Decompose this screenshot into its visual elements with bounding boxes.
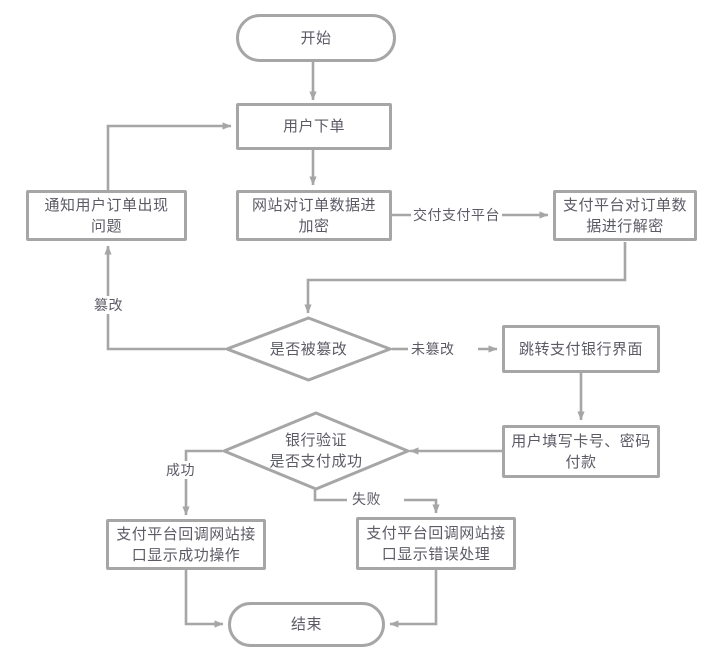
node-notify-user[interactable]: 通知用户订单出现问题 (26, 190, 187, 241)
node-jump-bank[interactable]: 跳转支付银行界面 (502, 325, 660, 373)
edge-bank-verify-success (182, 449, 222, 516)
node-jump-bank-label: 跳转支付银行界面 (518, 340, 643, 358)
node-bank-verify[interactable]: 银行验证 是否支付成功 (222, 411, 410, 491)
edge-tamper-yes-to-notify (104, 245, 225, 351)
edge-callback-success-to-end (184, 570, 224, 628)
node-decrypt-label: 支付平台对订单数据进行解密 (562, 196, 687, 235)
node-encrypt-label: 网站对订单数据进加密 (251, 196, 376, 235)
edge-callback-error-to-end (389, 570, 438, 628)
node-start-label: 开始 (300, 29, 332, 47)
edge-label-not-tampered: 未篡改 (409, 340, 457, 358)
node-bank-verify-line1: 银行验证 (284, 432, 347, 449)
node-fill-card[interactable]: 用户填写卡号、密码付款 (502, 425, 660, 478)
edge-label-tampered: 篡改 (92, 296, 125, 314)
node-place-order-label: 用户下单 (282, 118, 345, 135)
node-end-label: 结束 (290, 616, 322, 633)
node-tamper-check-label: 是否被篡改 (269, 340, 348, 358)
diamond-shape (222, 411, 410, 491)
edge-label-deliver-platform: 交付支付平台 (411, 206, 502, 224)
edge-decrypt-to-tamper-check (304, 242, 627, 314)
node-callback-success-label: 支付平台回调网站接口显示成功操作 (116, 525, 256, 564)
node-end[interactable]: 结束 (228, 602, 385, 647)
edge-label-failure: 失败 (350, 490, 383, 508)
edge-bank-verify-failure-b (404, 498, 440, 514)
node-callback-error[interactable]: 支付平台回调网站接口显示错误处理 (356, 517, 516, 570)
node-decrypt[interactable]: 支付平台对订单数据进行解密 (553, 190, 697, 241)
node-bank-verify-label: 银行验证 是否支付成功 (263, 430, 368, 472)
node-notify-user-label: 通知用户订单出现问题 (44, 196, 169, 235)
edge-label-success: 成功 (164, 461, 197, 479)
edge-bank-verify-failure-a (313, 490, 347, 502)
node-place-order[interactable]: 用户下单 (236, 103, 392, 150)
node-bank-verify-line2: 是否支付成功 (269, 453, 363, 470)
node-encrypt[interactable]: 网站对订单数据进加密 (236, 190, 392, 241)
edge-notify-to-place-order (106, 122, 232, 190)
node-callback-success[interactable]: 支付平台回调网站接口显示成功操作 (106, 519, 266, 570)
node-callback-error-label: 支付平台回调网站接口显示错误处理 (366, 524, 506, 563)
node-tamper-check[interactable]: 是否被篡改 (225, 316, 392, 382)
diamond-shape (225, 316, 392, 382)
node-fill-card-label: 用户填写卡号、密码付款 (511, 432, 651, 471)
node-start[interactable]: 开始 (236, 14, 396, 62)
